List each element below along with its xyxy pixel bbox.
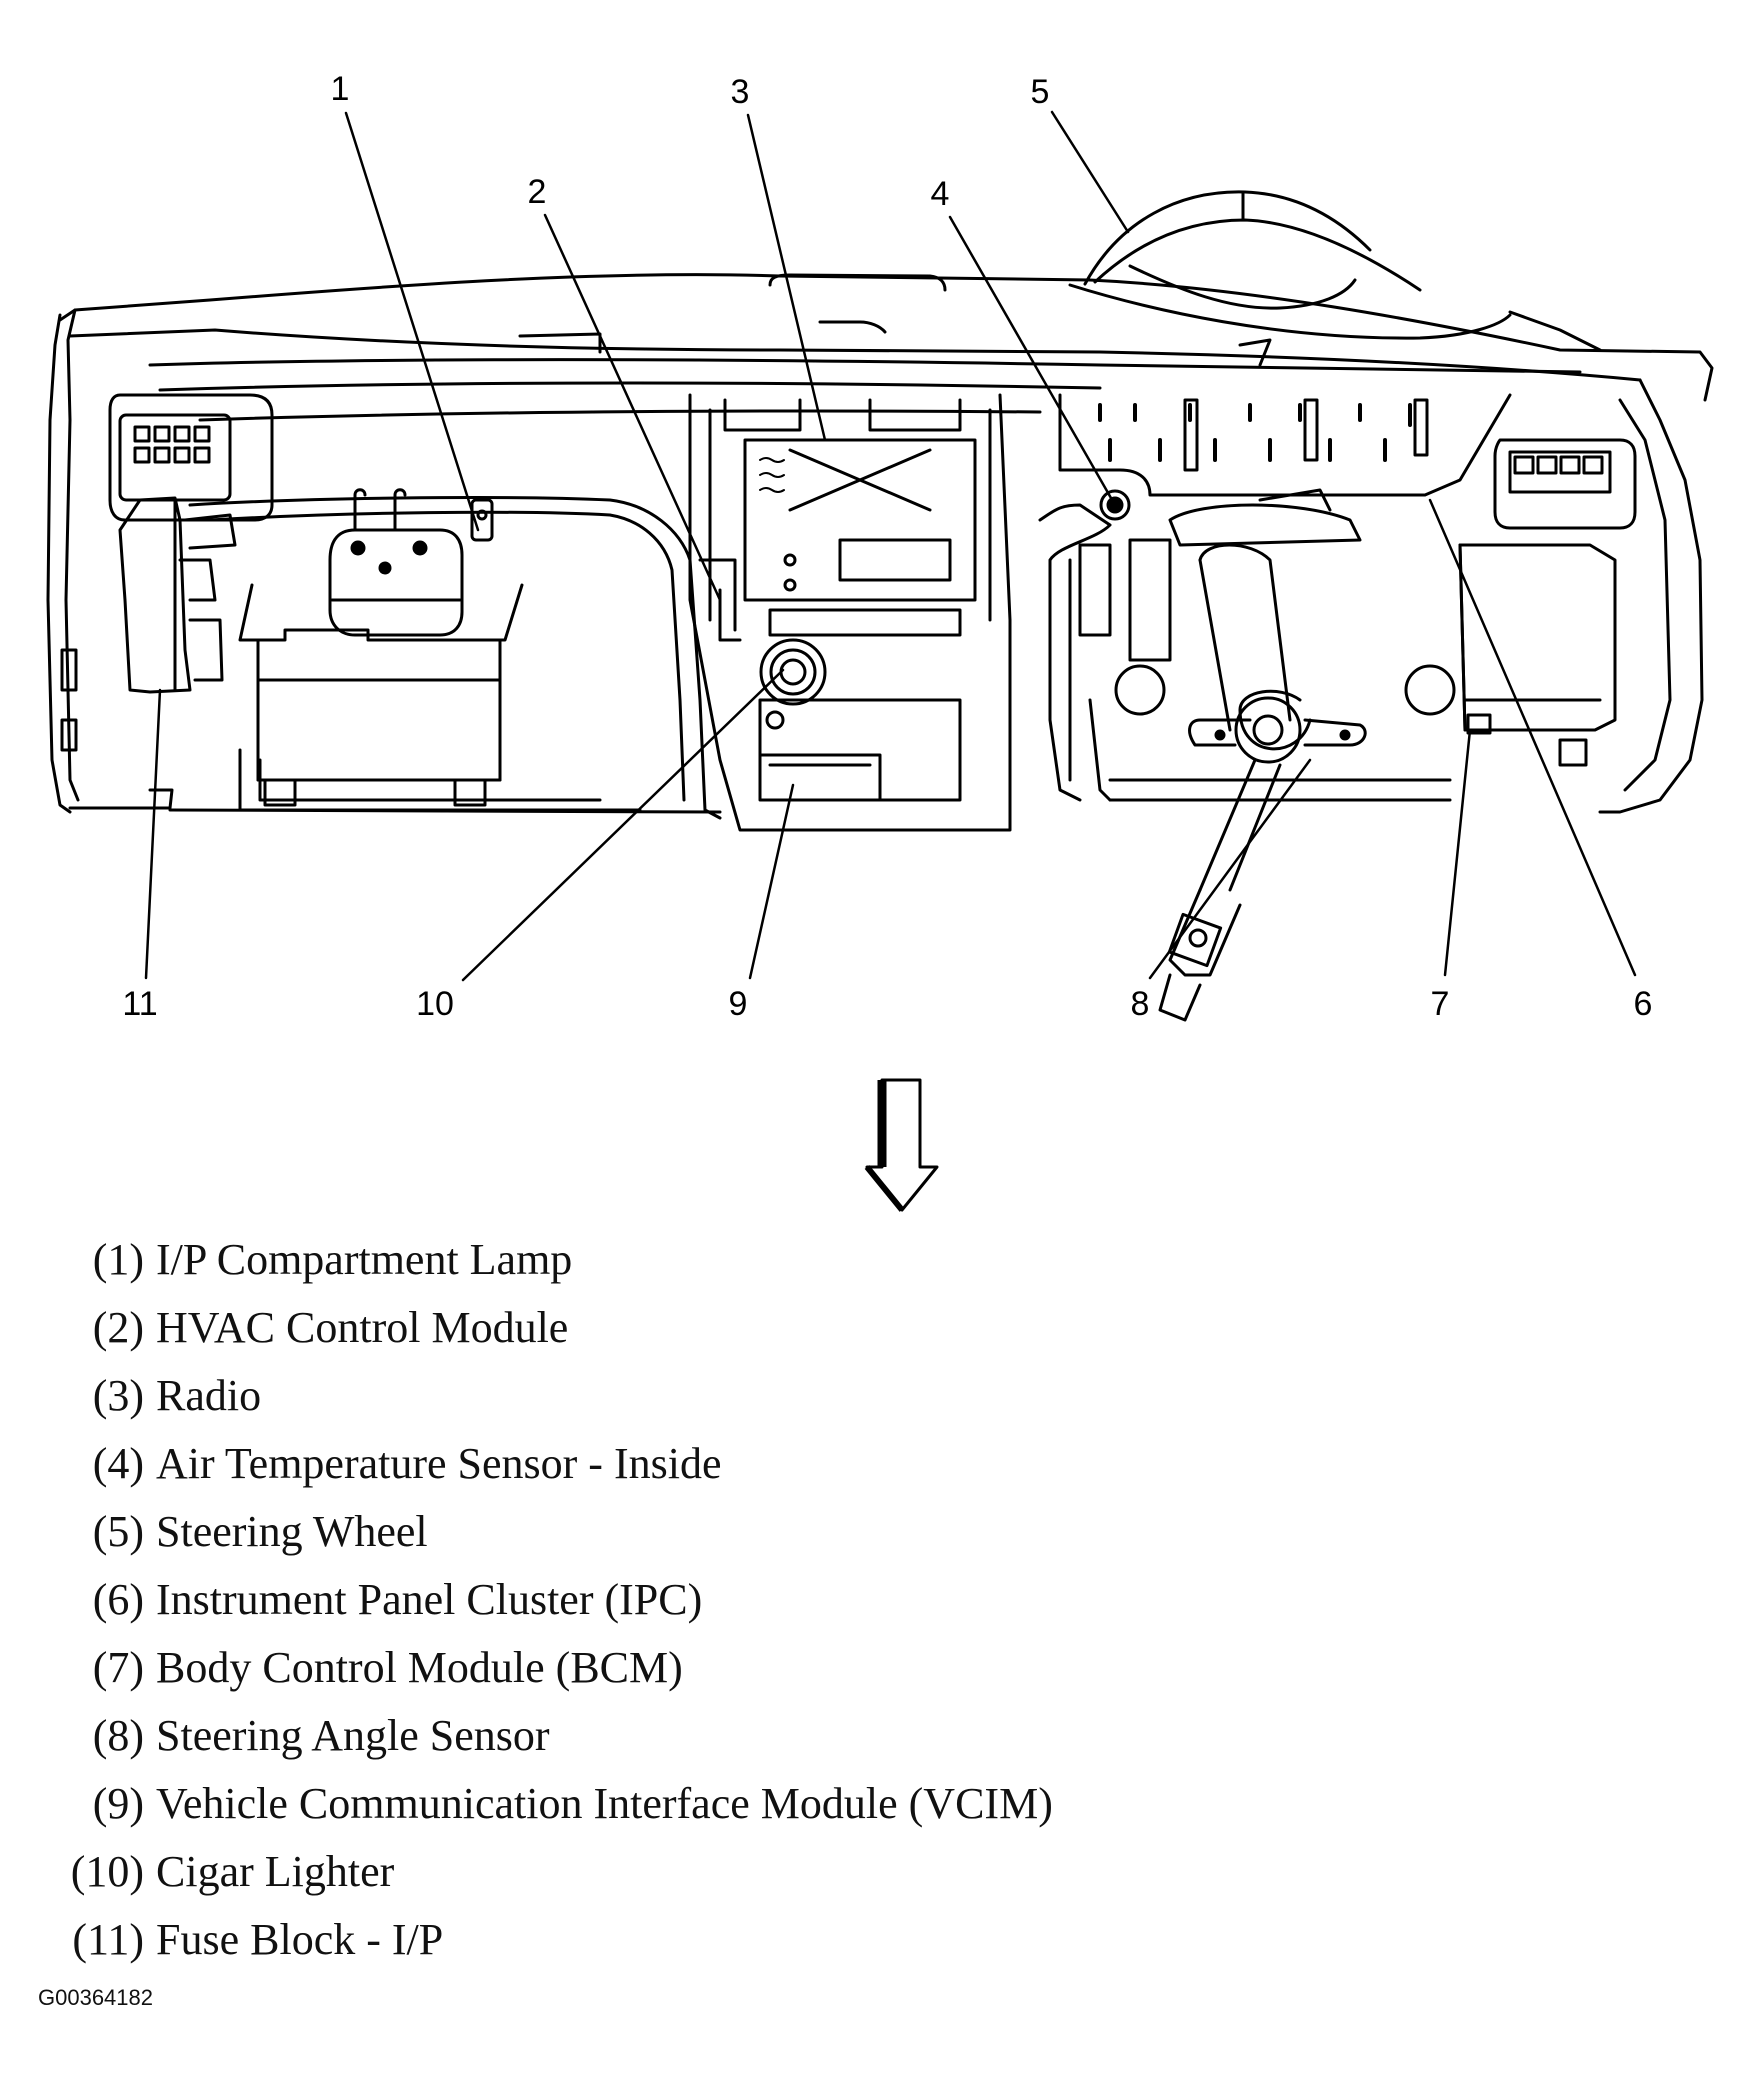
steering-angle-sensor (1234, 696, 1302, 764)
callout-6: 6 (1634, 985, 1653, 1023)
callout-numbers: 1 2 3 4 5 6 7 8 9 10 11 (122, 70, 1652, 1023)
cigar-lighter (759, 638, 827, 706)
leader-lines (144, 110, 1637, 982)
instrument-panel-cluster (1058, 393, 1512, 497)
legend-item: (4)Air Temperature Sensor - Inside (48, 1434, 722, 1494)
legend-item: (6)Instrument Panel Cluster (IPC) (48, 1570, 703, 1630)
leader-line-6 (1428, 498, 1637, 977)
legend-label: Fuse Block - I/P (156, 1915, 444, 1964)
leader-line-11 (144, 688, 162, 980)
leader-line-2 (543, 213, 722, 602)
legend-number: (5) (92, 1507, 144, 1556)
leader-line-4 (948, 215, 1117, 507)
legend-number: (1) (92, 1235, 144, 1284)
callout-4: 4 (931, 175, 950, 213)
body-control-module (1458, 543, 1617, 767)
leader-line-8 (1148, 758, 1312, 980)
legend-number: (6) (92, 1575, 144, 1624)
legend-number: (3) (92, 1371, 144, 1420)
leader-line-5 (1050, 110, 1130, 234)
radio (743, 438, 977, 637)
legend-label: HVAC Control Module (156, 1303, 569, 1352)
leader-line-3 (746, 113, 827, 442)
legend-item: (2)HVAC Control Module (48, 1298, 569, 1358)
steering-wheel-shroud (1068, 190, 1602, 352)
vcim-module (758, 698, 962, 802)
legend-label: Steering Wheel (156, 1507, 428, 1556)
right-air-vent (1493, 438, 1637, 530)
legend-label: Body Control Module (BCM) (156, 1643, 683, 1692)
callout-9: 9 (729, 985, 748, 1023)
callout-10: 10 (416, 985, 454, 1023)
glove-box-opening (168, 496, 722, 820)
legend-number: (7) (92, 1643, 144, 1692)
down-arrow-icon (864, 1078, 939, 1212)
legend-label: Instrument Panel Cluster (IPC) (156, 1575, 703, 1624)
center-defrost-vent (768, 273, 947, 292)
left-end-cap (46, 308, 174, 814)
legend-number: (2) (92, 1303, 144, 1352)
fuse-block-ip (118, 496, 237, 694)
callout-2: 2 (528, 173, 547, 211)
legend-number: (11) (72, 1915, 144, 1964)
dash-top-line-4 (158, 381, 1102, 392)
right-end-cap (1598, 378, 1704, 814)
dash-top-line-2 (68, 328, 1642, 382)
intermediate-shaft (1158, 758, 1282, 1022)
callout-7: 7 (1431, 985, 1450, 1023)
legend-item: (8)Steering Angle Sensor (48, 1706, 550, 1766)
leader-line-1 (344, 111, 480, 532)
callout-8: 8 (1131, 985, 1150, 1023)
legend-item: (3)Radio (48, 1366, 261, 1426)
legend-item: (9)Vehicle Communication Interface Modul… (48, 1774, 1053, 1834)
callout-1: 1 (331, 70, 350, 108)
leader-line-9 (748, 783, 795, 980)
legend-label: Steering Angle Sensor (156, 1711, 550, 1760)
glove-box-bin (238, 583, 524, 807)
legend-label: Air Temperature Sensor - Inside (156, 1439, 722, 1488)
legend-number: (10) (70, 1847, 144, 1896)
dash-top-line-3 (148, 358, 1582, 374)
legend-number: (8) (92, 1711, 144, 1760)
legend-label: Cigar Lighter (156, 1847, 395, 1896)
instrument-panel-drawing: 1 2 3 4 5 6 7 8 9 10 11 (46, 70, 1714, 1023)
figure-id: G00364182 (38, 1985, 153, 2010)
legend-item: (5)Steering Wheel (48, 1502, 428, 1562)
ip-compartment-lamp (328, 488, 494, 637)
callout-5: 5 (1031, 73, 1050, 111)
callout-3: 3 (731, 73, 750, 111)
legend-label: Radio (156, 1371, 262, 1420)
leader-line-7 (1443, 728, 1472, 977)
legend-label: Vehicle Communication Interface Module (… (156, 1779, 1053, 1828)
center-stack (688, 393, 1012, 832)
callout-11: 11 (122, 985, 157, 1023)
leader-line-10 (461, 668, 785, 982)
hvac-control-module (698, 558, 742, 642)
steering-column (1168, 488, 1367, 751)
legend-item: (11)Fuse Block - I/P (48, 1910, 443, 1970)
legend-item: (7)Body Control Module (BCM) (48, 1638, 683, 1698)
legend-item: (10)Cigar Lighter (48, 1842, 395, 1902)
legend-number: (4) (92, 1439, 144, 1488)
legend-number: (9) (92, 1779, 144, 1828)
legend-item: (1)I/P Compartment Lamp (48, 1230, 573, 1290)
legend-label: I/P Compartment Lamp (156, 1235, 573, 1284)
dash-top-line-5 (198, 409, 1042, 422)
